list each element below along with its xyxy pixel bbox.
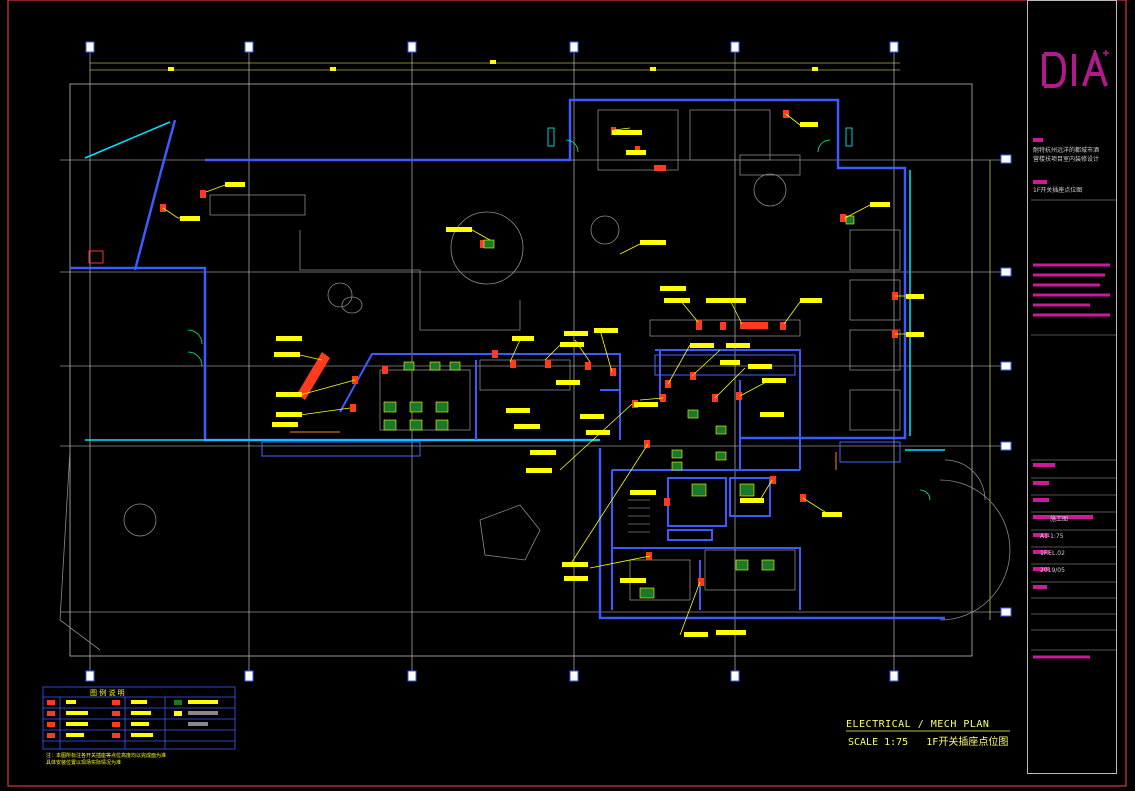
stair-lines xyxy=(628,499,650,533)
drawing-status: 施工图 xyxy=(1050,516,1069,523)
project-name-2: 营楼扶项目室内装修设计 xyxy=(1033,156,1100,163)
socket-symbols xyxy=(383,215,855,599)
electrical-devices xyxy=(160,110,898,586)
drawing-title-cn: 1F开关插座点位图 xyxy=(926,737,1009,748)
drawing-title-en: ELECTRICAL / MECH PLAN xyxy=(846,719,990,730)
fire-symbol xyxy=(88,250,104,264)
drawing-scale-title: SCALE 1:75 1F开关插座点位图 xyxy=(848,733,1008,748)
drawing-number: 1F.EL.02 xyxy=(1040,550,1065,557)
legend-title: 图 例 说 明 xyxy=(90,689,125,697)
dimension-line xyxy=(90,62,991,620)
glass-wall xyxy=(84,121,945,451)
drawing-date: 2019/05 xyxy=(1040,567,1065,574)
legend-note-2: 具体安装位置以现场实际情况为准 xyxy=(46,760,122,766)
legend-symbols xyxy=(47,700,182,738)
company-logo xyxy=(1042,50,1109,88)
project-name-1: 耐特杭州远洋的都城市酒 xyxy=(1033,147,1100,154)
sheet-border xyxy=(7,0,1127,787)
legend-labels xyxy=(66,700,218,737)
sheet-name: 1F开关插座点位图 xyxy=(1033,187,1083,194)
grid-bubbles xyxy=(85,41,1012,682)
title-block-dividers xyxy=(1031,199,1116,651)
title-block-labels xyxy=(1033,138,1093,589)
exterior-walls xyxy=(70,98,945,620)
legend-note-1: 注：本图所标注各开关插座等点位高度均以完成面为准 xyxy=(46,753,167,759)
counters xyxy=(261,354,901,463)
scale-label: SCALE 1:75 xyxy=(848,737,909,748)
callout-leaders xyxy=(162,113,915,636)
legend-table xyxy=(42,686,236,750)
furniture-outlines xyxy=(59,109,1011,651)
title-block xyxy=(1027,0,1117,774)
site-boundary xyxy=(69,83,973,657)
column-grid xyxy=(60,48,1010,676)
orange-stair xyxy=(290,431,837,470)
exit-signs xyxy=(547,127,853,147)
sheet-size-scale: A1-1:75 xyxy=(1040,533,1064,540)
door-swings xyxy=(187,139,931,501)
callout-tags xyxy=(180,122,924,637)
title-block-lines xyxy=(1033,263,1110,659)
